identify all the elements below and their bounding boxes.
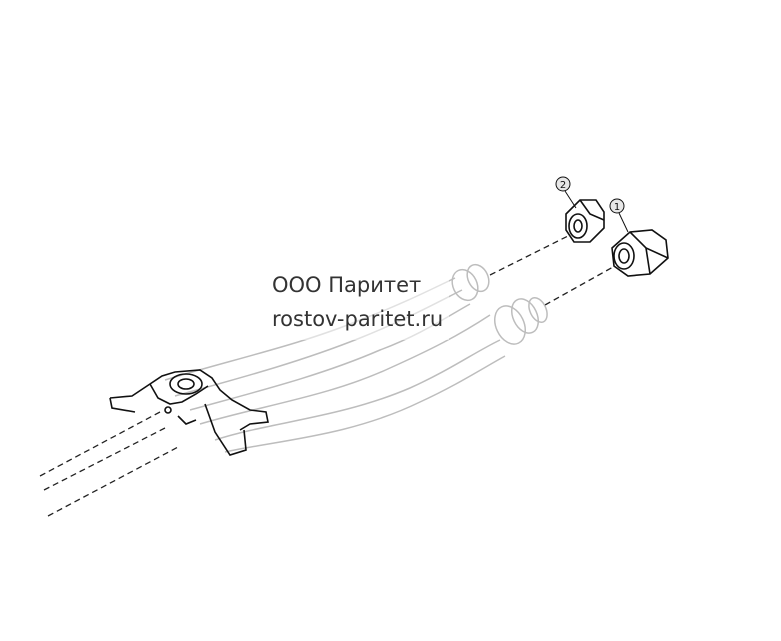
callout-2-label: 2: [560, 180, 566, 191]
watermark-url: rostov-paritet.ru: [272, 307, 444, 331]
centerlines-left: [39, 411, 181, 517]
watermark: ООО Паритет rostov-paritet.ru: [270, 268, 450, 340]
clamp-bracket: [109, 369, 269, 456]
nut-large: [611, 229, 669, 277]
callout-1-label: 1: [614, 202, 620, 213]
watermark-company: ООО Паритет: [272, 273, 422, 297]
callout-2: 2: [555, 176, 577, 209]
callout-1: 1: [609, 198, 629, 233]
centerlines-right: [489, 235, 623, 306]
nut-small: [565, 199, 605, 243]
